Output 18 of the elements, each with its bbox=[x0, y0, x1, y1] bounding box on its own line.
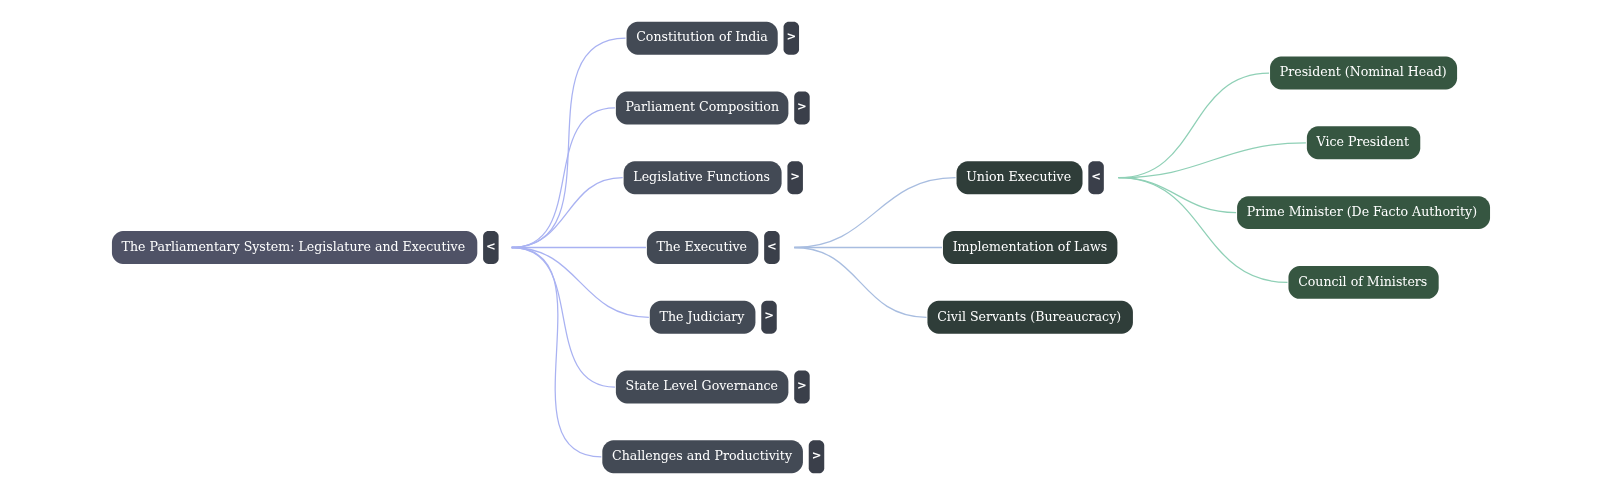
node-label: > bbox=[811, 447, 821, 462]
node-label: < bbox=[1090, 168, 1101, 183]
connector bbox=[510, 246, 602, 458]
node-label: > bbox=[785, 29, 796, 44]
node-label: < bbox=[766, 238, 777, 253]
node-label: > bbox=[789, 168, 800, 183]
node-box: Civil Servants (Bureaucracy) bbox=[926, 300, 1133, 334]
node-box: Council of Ministers bbox=[1287, 265, 1439, 299]
node-label: > bbox=[796, 98, 807, 113]
node-label: < bbox=[485, 238, 496, 253]
node-box: President (Nominal Head) bbox=[1269, 56, 1457, 90]
node-label: > bbox=[763, 308, 774, 323]
connector bbox=[793, 246, 927, 318]
node-box: Vice President bbox=[1306, 126, 1420, 160]
node-box: Prime Minister (De Facto Authority) bbox=[1236, 196, 1490, 230]
connector bbox=[1117, 177, 1288, 283]
node-label: > bbox=[796, 378, 807, 393]
node-box: Implementation of Laws bbox=[942, 231, 1117, 264]
